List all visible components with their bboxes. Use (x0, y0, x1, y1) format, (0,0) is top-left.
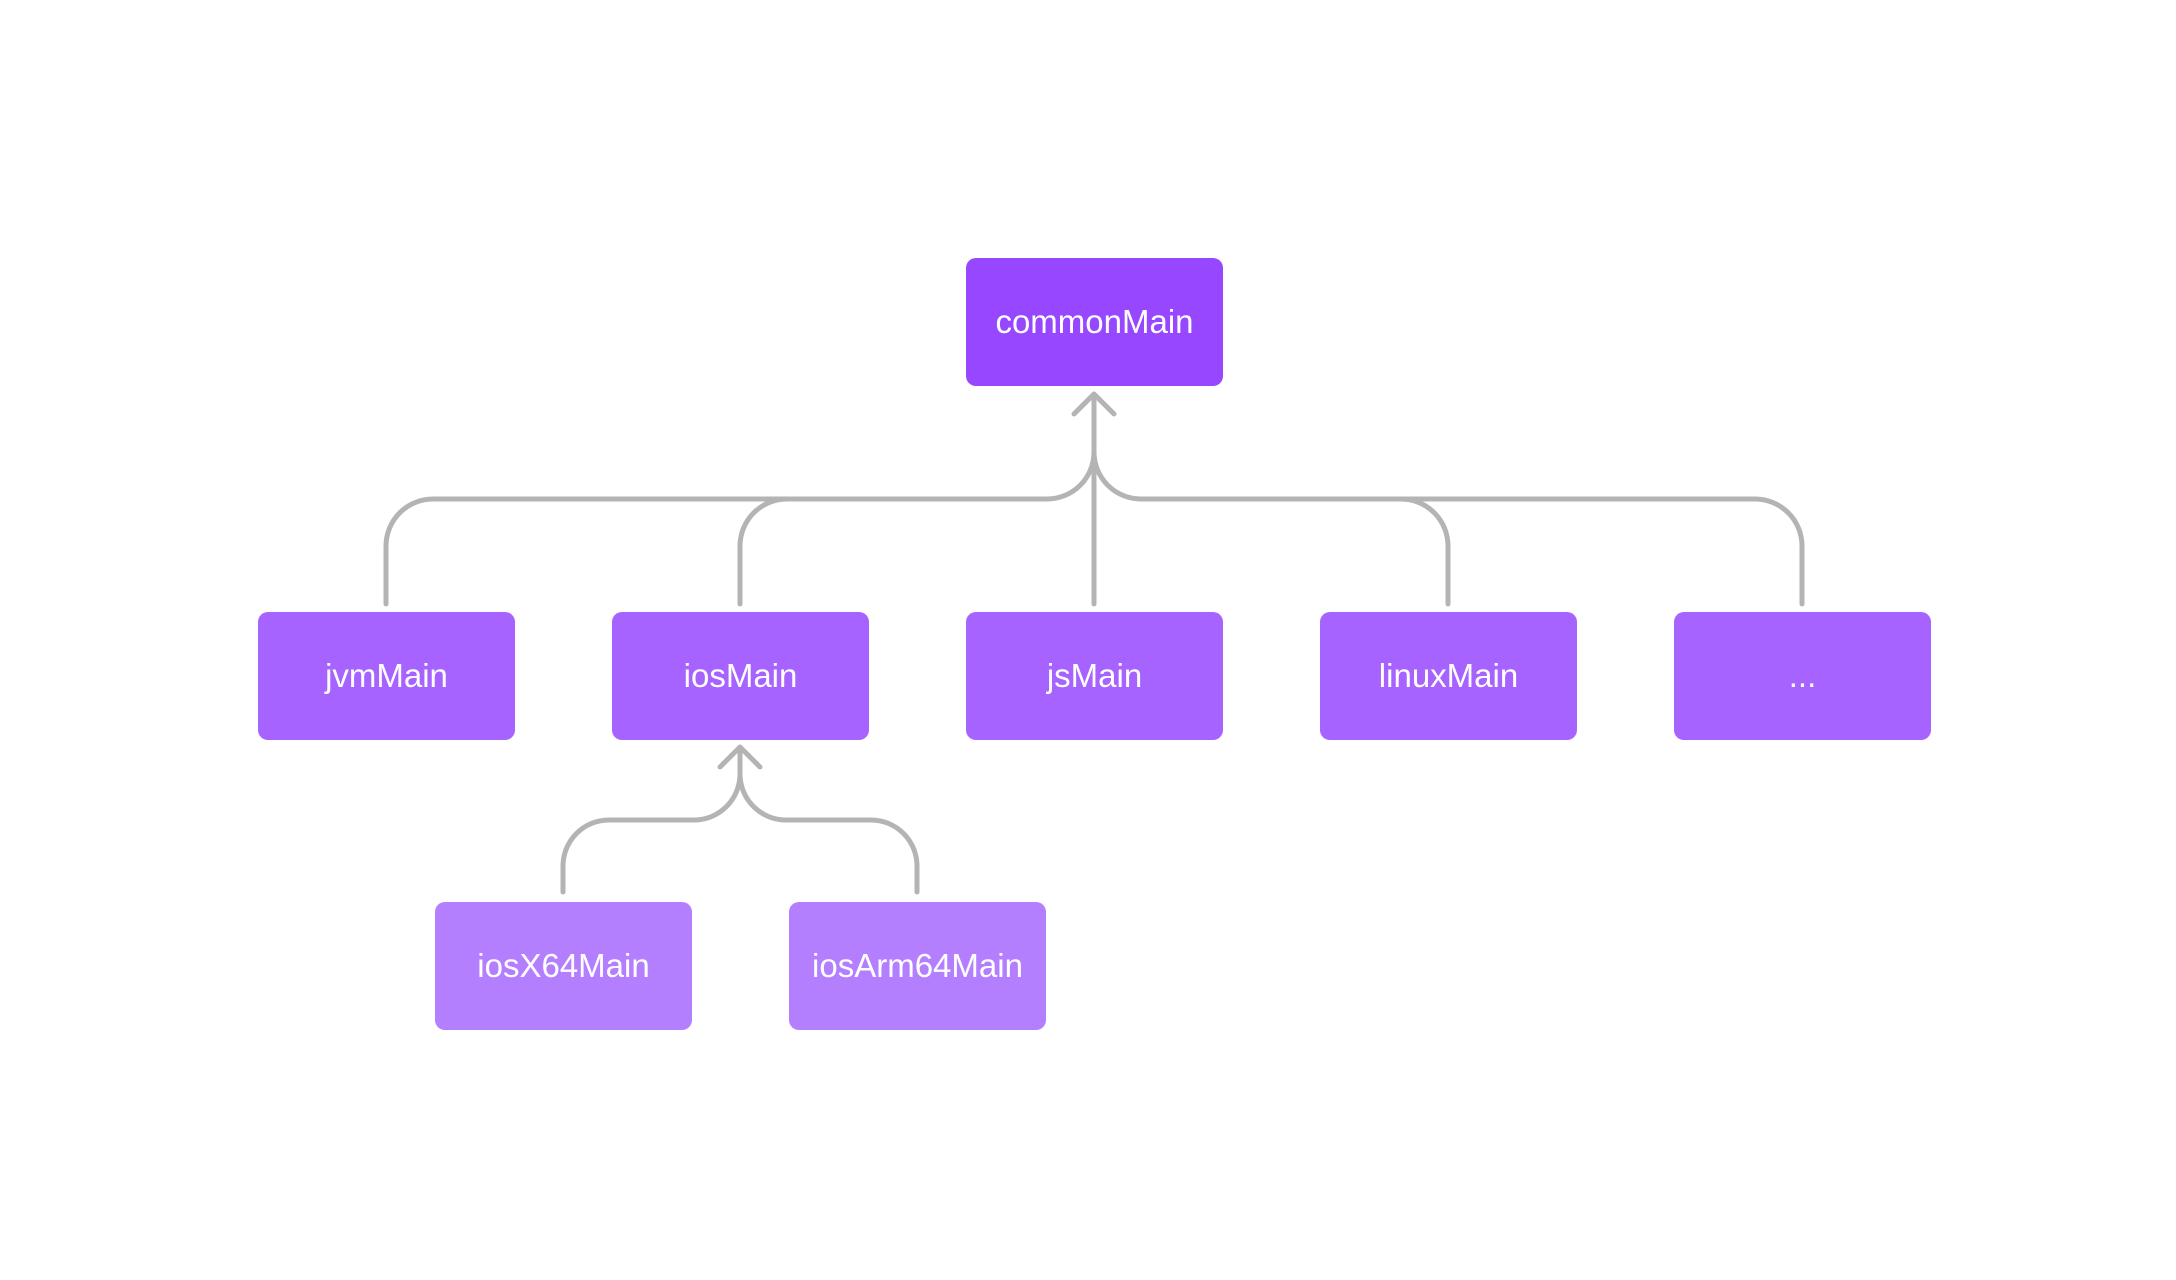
connector-ios-to-common (737, 496, 790, 607)
node-iosmain: iosMain (612, 612, 869, 740)
node-more-label: ... (1788, 657, 1817, 694)
connector-iosx64-to-ios (560, 749, 743, 895)
node-linuxmain: linuxMain (1320, 612, 1577, 740)
node-jsmain-label: jsMain (1046, 657, 1143, 694)
node-iosarm64main: iosArm64Main (789, 902, 1046, 1030)
node-iosarm64main-label: iosArm64Main (812, 947, 1023, 984)
node-linuxmain-label: linuxMain (1378, 657, 1519, 694)
node-commonmain-label: commonMain (995, 303, 1194, 340)
connector-iosarm64-to-ios (737, 771, 920, 895)
node-jvmmain-label: jvmMain (325, 657, 448, 694)
node-iosx64main-label: iosX64Main (477, 947, 650, 984)
node-jvmmain: jvmMain (258, 612, 515, 740)
arrowhead-common-icon (1071, 391, 1117, 417)
node-more: ... (1674, 612, 1931, 740)
node-iosx64main: iosX64Main (435, 902, 692, 1030)
connector-more-to-common (1091, 449, 1805, 607)
node-jsmain: jsMain (966, 612, 1223, 740)
arrowhead-ios-icon (717, 744, 763, 770)
node-iosmain-label: iosMain (683, 657, 798, 694)
node-commonmain: commonMain (966, 258, 1223, 386)
connector-linux-to-common (1398, 496, 1451, 607)
connector-jvm-to-common (383, 397, 1097, 607)
